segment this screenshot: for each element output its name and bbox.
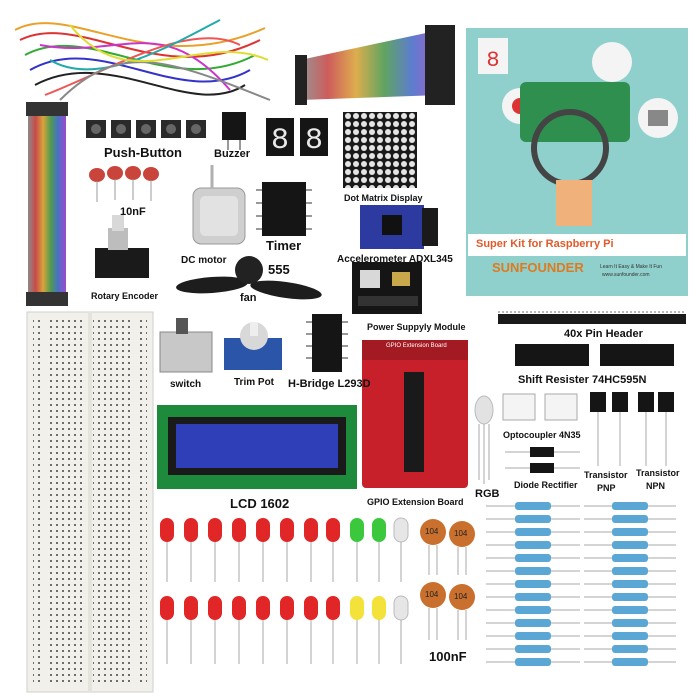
capacitors-10nf xyxy=(89,166,159,202)
leds-row-1 xyxy=(160,517,409,582)
cap-marking-4: 104 xyxy=(454,592,468,601)
resistor xyxy=(515,515,551,523)
resistor xyxy=(612,541,648,549)
cap-marking-3: 104 xyxy=(425,590,439,599)
label-buzzer: Buzzer xyxy=(214,148,251,160)
resistor xyxy=(515,593,551,601)
label-fan: fan xyxy=(240,292,257,304)
ribbon-cable xyxy=(26,102,68,306)
label-transistor-pnp: Transistor xyxy=(584,470,628,480)
resistors xyxy=(486,502,676,666)
resistor xyxy=(515,502,551,510)
book-title: Super Kit for Raspberry Pi xyxy=(476,238,614,250)
buzzer xyxy=(222,112,246,150)
svg-text:8: 8 xyxy=(271,124,289,158)
rotary-encoder xyxy=(95,215,149,278)
book-url: www.sunfounder.com xyxy=(602,272,650,278)
label-gpio-board: GPIO Extension Board xyxy=(367,497,464,507)
resistor xyxy=(515,632,551,640)
resistor xyxy=(612,632,648,640)
label-shift-register: Shift Resister 74HC595N xyxy=(518,374,647,386)
resistor xyxy=(612,606,648,614)
book-tagline: Learn It Easy & Make It Fun xyxy=(600,264,662,270)
shift-registers xyxy=(515,344,674,366)
label-push-button: Push-Button xyxy=(104,145,182,160)
rgb-led xyxy=(474,395,494,484)
label-rotary-encoder: Rotary Encoder xyxy=(91,291,159,301)
resistor xyxy=(612,580,648,588)
label-timer: Timer xyxy=(266,238,302,253)
diodes xyxy=(505,447,580,473)
resistor xyxy=(612,567,648,575)
label-pin-header: 40x Pin Header xyxy=(564,328,643,340)
resistor xyxy=(515,580,551,588)
fan-propeller xyxy=(176,256,322,300)
resistor xyxy=(612,593,648,601)
resistor xyxy=(612,645,648,653)
push-buttons xyxy=(86,120,206,138)
book-brand: SUNFOUNDER xyxy=(492,260,584,275)
jumper-wires-rainbow xyxy=(295,25,455,105)
label-pnp: PNP xyxy=(597,483,616,493)
cap-marking-1: 104 xyxy=(425,527,439,536)
slide-switch xyxy=(159,318,213,373)
label-transistor-npn: Transistor xyxy=(636,468,680,478)
dc-motor xyxy=(192,165,246,245)
resistor xyxy=(612,528,648,536)
resistor xyxy=(612,619,648,627)
label-10nf: 10nF xyxy=(120,206,146,218)
label-100nf: 100nF xyxy=(429,649,467,664)
kit-book: 8 xyxy=(466,28,688,296)
gpio-silkscreen: GPIO Extension Board xyxy=(386,343,447,349)
lcd-1602 xyxy=(157,405,357,489)
resistor xyxy=(515,606,551,614)
label-dot-matrix: Dot Matrix Display xyxy=(344,193,423,203)
label-diode: Diode Rectifier xyxy=(514,480,578,490)
resistor xyxy=(515,554,551,562)
label-dc-motor: DC motor xyxy=(181,255,227,266)
label-trim-pot: Trim Pot xyxy=(234,377,275,388)
resistor xyxy=(612,554,648,562)
resistor xyxy=(515,658,551,666)
resistor xyxy=(612,658,648,666)
timer-555 xyxy=(256,182,312,236)
label-power-module: Power Suppyly Module xyxy=(367,322,466,332)
transistors xyxy=(590,392,674,466)
gpio-extension-board xyxy=(362,340,468,488)
resistor xyxy=(515,541,551,549)
power-supply-module xyxy=(352,262,422,314)
optocouplers xyxy=(502,393,578,421)
cap-marking-2: 104 xyxy=(454,529,468,538)
resistor xyxy=(515,528,551,536)
svg-text:8: 8 xyxy=(486,48,499,73)
capacitors-100nf xyxy=(420,519,475,640)
label-555: 555 xyxy=(268,262,290,277)
trim-pot xyxy=(224,322,282,370)
label-accelerometer: Accelerometer ADXL345 xyxy=(337,254,453,265)
resistor xyxy=(515,567,551,575)
label-rgb: RGB xyxy=(475,488,500,500)
leds-row-2 xyxy=(160,595,409,664)
hbridge-chip xyxy=(306,314,348,372)
label-npn: NPN xyxy=(646,481,666,491)
resistor xyxy=(515,645,551,653)
seven-segment-displays: 8 8 xyxy=(266,118,328,158)
label-switch: switch xyxy=(170,379,202,390)
jumper-wires-male xyxy=(14,19,271,101)
label-lcd: LCD 1602 xyxy=(230,496,290,511)
dot-matrix-display xyxy=(343,112,417,188)
label-optocoupler: Optocoupler 4N35 xyxy=(503,430,581,440)
breadboard xyxy=(26,311,154,693)
resistor xyxy=(515,619,551,627)
label-hbridge: H-Bridge L293D xyxy=(288,378,371,390)
accelerometer-module xyxy=(360,205,438,249)
pin-header xyxy=(498,311,686,324)
resistor xyxy=(612,502,648,510)
resistor xyxy=(612,515,648,523)
svg-text:8: 8 xyxy=(305,124,323,158)
